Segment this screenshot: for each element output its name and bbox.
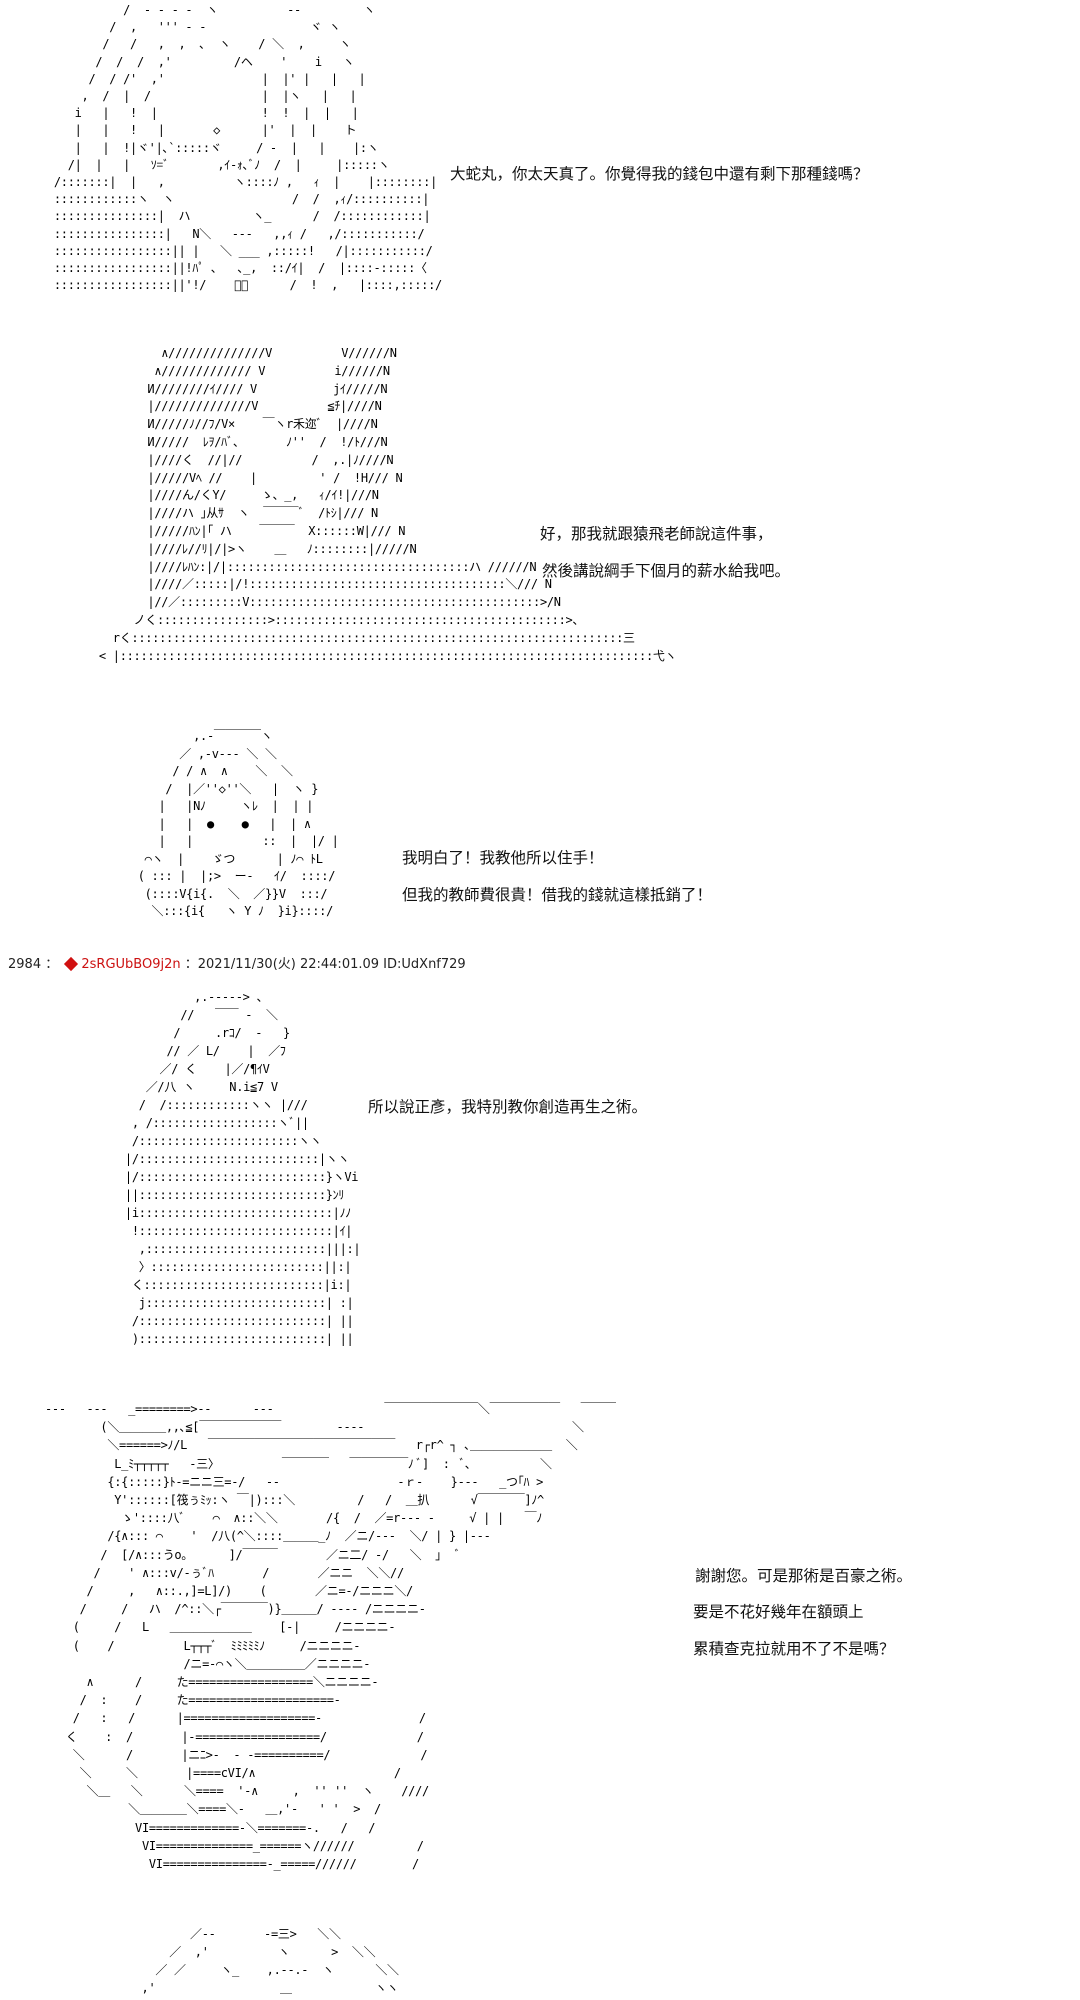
ascii-art-panel-6: ／‐‐ -=三> ＼＼ ／ ,' ヽ > ＼＼ ／ ／ ヽ_ ,.‐‐.‐ ヽ … <box>141 1927 399 1995</box>
dialogue-panel-5-line-2: 要是不花好幾年在額頭上 <box>693 1603 864 1621</box>
trip-code[interactable]: 2sRGUbBO9j2n <box>81 957 181 972</box>
dialogue-panel-1-line-1: 大蛇丸，你太天真了。你覺得我的錢包中還有剩下那種錢嗎？ <box>450 165 869 183</box>
ascii-art-panel-5: ‐‐‐ ‐‐‐ _========>‐‐ ‐‐‐ ￣￣￣￣￣￣￣￣＼￣￣￣￣￣￣… <box>45 1402 616 1872</box>
dialogue-panel-3-line-1: 我明白了！我教他所以住手！ <box>402 849 604 867</box>
dialogue-panel-5-line-3: 累積查克拉就用不了不是嗎？ <box>693 1640 895 1658</box>
post-separator: ： <box>45 957 59 972</box>
ascii-art-panel-1: / ‐ ‐ ‐ ‐ ヽ ‐‐ ヽ / , ''' ‐ ‐ ヾ ヽ / / , ,… <box>53 3 442 293</box>
diamond-icon <box>64 956 79 972</box>
dialogue-panel-2-line-1: 好，那我就跟猿飛老師說這件事， <box>540 525 773 543</box>
post-datetime: ：2021/11/30(火) 22:44:01.09 <box>184 957 380 972</box>
ascii-art-panel-4: ,.‐‐‐‐-> 、 // ￣￣ ‐ ＼ / .rｺ/ ‐ } // ／ L/ … <box>124 990 361 1346</box>
dialogue-panel-3-line-2: 但我的教師費很貴！借我的錢就這樣抵銷了！ <box>402 886 713 904</box>
dialogue-panel-4-line-1: 所以說正彥，我特別教你創造再生之術。 <box>368 1098 648 1116</box>
dialogue-panel-2-line-2: 然後講說綱手下個月的薪水給我吧。 <box>542 562 791 580</box>
dialogue-panel-5-line-1: 謝謝您。可是那術是百豪之術。 <box>695 1567 913 1585</box>
post-header: 2984 ： 2sRGUbBO9j2n ：2021/11/30(火) 22:44… <box>8 956 466 974</box>
ascii-art-panel-3: ,.‐￣￣￣￣ヽ ／ ,‐v‐‐‐ ＼ ＼ / / ∧ ∧ ＼ ＼ / |／''… <box>137 729 339 918</box>
ascii-art-panel-2: ∧//////////////V V//////N ∧/////////////… <box>98 346 677 663</box>
post-id[interactable]: ID:UdXnf729 <box>383 957 466 972</box>
post-number: 2984 <box>8 957 42 972</box>
